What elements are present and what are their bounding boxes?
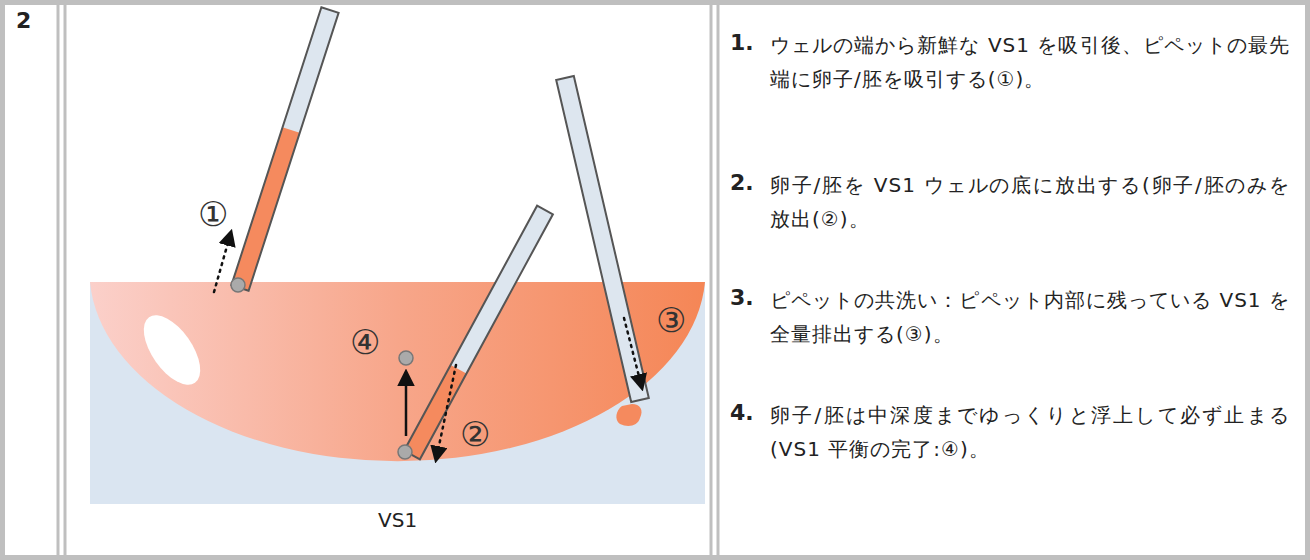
list-number: 3. xyxy=(730,285,754,311)
pipette-liquid xyxy=(404,365,466,459)
motion-arrow xyxy=(624,318,642,388)
step-text: 卵子/胚を VS1 ウェルの底に放出する(卵子/胚のみを放出(②)。 xyxy=(770,168,1290,236)
pipette xyxy=(556,76,649,402)
callout-number: ④ xyxy=(350,322,380,363)
rise-arrow xyxy=(405,372,408,436)
table-frame xyxy=(3,3,1308,558)
callout-number: ① xyxy=(198,194,228,235)
list-number: 1. xyxy=(730,30,754,56)
pipette-outline xyxy=(231,7,338,291)
oocyte xyxy=(231,278,245,292)
callout-number: ② xyxy=(460,414,490,455)
pipette xyxy=(231,7,338,291)
expelled-liquid xyxy=(616,404,641,426)
cell-divider xyxy=(710,0,713,560)
step-text: ピペットの共洗い：ピペット内部に残っている VS1 を全量排出する(③)。 xyxy=(770,283,1290,351)
motion-arrow xyxy=(214,232,231,292)
pipette-liquid xyxy=(231,127,299,291)
pipette-outline xyxy=(404,206,553,460)
callout-number: ③ xyxy=(656,300,686,341)
step-text: 卵子/胚は中深度までゆっくりと浮上して必ず止まる(VS1 平衡の完了:④)。 xyxy=(770,398,1290,466)
step-number: 2 xyxy=(16,8,31,34)
oocyte xyxy=(398,445,412,459)
highlight xyxy=(133,306,212,394)
pipette xyxy=(404,206,553,460)
cell-divider xyxy=(64,0,67,560)
step-text: ウェルの端から新鮮な VS1 を吸引後、ピペットの最先端に卵子/胚を吸引する(①… xyxy=(770,28,1290,96)
cell-divider xyxy=(717,0,720,560)
oocyte xyxy=(399,351,413,365)
cell-divider xyxy=(57,0,60,560)
list-number: 4. xyxy=(730,400,754,426)
list-number: 2. xyxy=(730,170,754,196)
well-label: VS1 xyxy=(378,508,417,532)
motion-arrow xyxy=(436,365,456,460)
